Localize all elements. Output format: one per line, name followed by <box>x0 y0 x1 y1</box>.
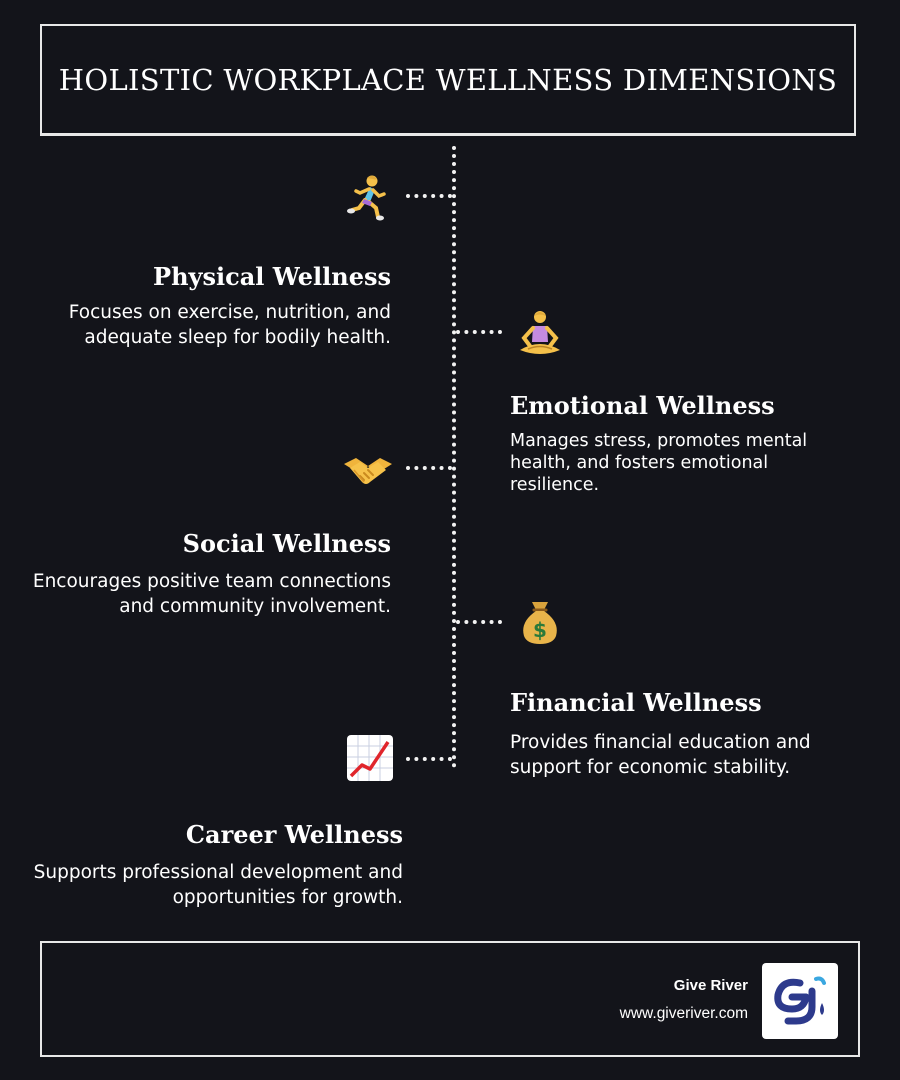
svg-text:$: $ <box>533 618 547 642</box>
runner-icon <box>342 172 394 224</box>
brand-url-link[interactable]: www.giveriver.com <box>619 1005 748 1022</box>
connector-emotional <box>456 330 502 334</box>
footer-box: Give River www.giveriver.com <box>40 941 860 1057</box>
meditation-icon <box>514 308 566 360</box>
connector-social <box>406 466 452 470</box>
handshake-icon <box>342 446 394 498</box>
social-wellness-description: Encourages positive team connections and… <box>32 571 391 617</box>
career-wellness-heading: Career Wellness <box>185 820 403 849</box>
connector-financial <box>456 620 502 624</box>
emotional-wellness-heading: Emotional Wellness <box>510 391 775 420</box>
timeline-line <box>452 146 456 768</box>
social-wellness-heading: Social Wellness <box>182 529 391 558</box>
page-title: HOLISTIC WORKPLACE WELLNESS DIMENSIONS <box>58 62 838 97</box>
financial-wellness-description: Provides financial education and support… <box>510 732 811 778</box>
connector-physical <box>406 194 452 198</box>
career-wellness-description: Supports professional development and op… <box>33 862 403 908</box>
physical-wellness-heading: Physical Wellness <box>153 262 391 291</box>
financial-wellness-heading: Financial Wellness <box>510 688 762 717</box>
emotional-wellness-description: Manages stress, promotes mental health, … <box>510 431 808 495</box>
give-river-logo <box>762 963 838 1039</box>
money-bag-icon: $ <box>514 596 566 648</box>
chart-increasing-icon <box>344 732 396 784</box>
connector-career <box>406 757 452 761</box>
physical-wellness-description: Focuses on exercise, nutrition, and adeq… <box>68 302 391 348</box>
brand-name: Give River <box>673 977 748 994</box>
title-box: HOLISTIC WORKPLACE WELLNESS DIMENSIONS <box>40 24 856 136</box>
